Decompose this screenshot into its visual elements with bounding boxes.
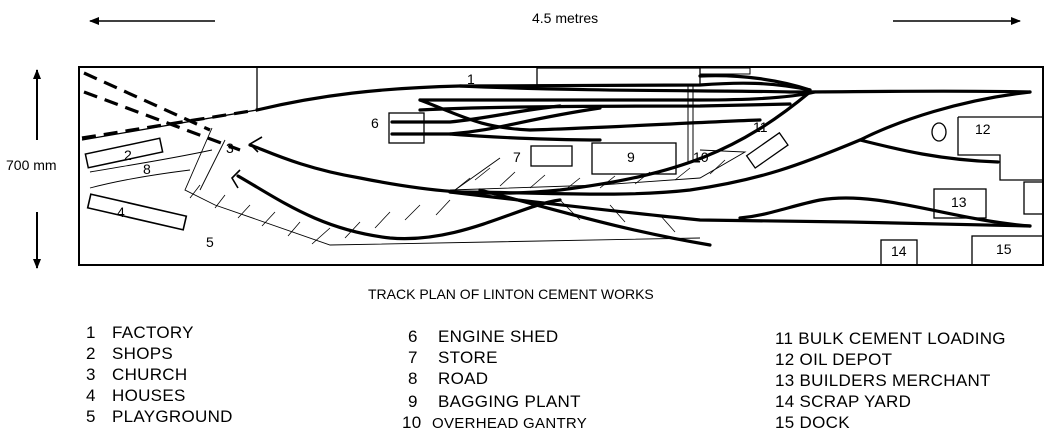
legend-text: OVERHEAD GANTRY bbox=[432, 415, 588, 432]
legend-text: FACTORY bbox=[112, 323, 194, 342]
builders-merchant-building bbox=[933, 188, 987, 219]
legend-text: CHURCH bbox=[112, 365, 188, 384]
track-upper-right bbox=[458, 84, 1032, 94]
legend-text: HOUSES bbox=[112, 386, 186, 405]
track-factory-1 bbox=[418, 90, 817, 102]
legend-number: 6 bbox=[408, 327, 418, 346]
legend-text: BUILDERS MERCHANT bbox=[799, 371, 991, 390]
label-road: 8 bbox=[143, 161, 151, 177]
scrap-yard-building bbox=[880, 239, 918, 266]
label-bagging-plant: 9 bbox=[627, 149, 635, 165]
legend-number: 15 bbox=[775, 413, 795, 432]
label-shops: 2 bbox=[124, 147, 132, 163]
label-builders-merchant: 13 bbox=[951, 194, 967, 210]
legend-item: 13 BUILDERS MERCHANT bbox=[775, 371, 991, 391]
diagram-caption: TRACK PLAN OF LINTON CEMENT WORKS bbox=[368, 286, 654, 302]
legend-item: 4 HOUSES bbox=[86, 386, 186, 406]
legend-item: 14 SCRAP YARD bbox=[775, 392, 911, 412]
track-right-curve bbox=[448, 90, 1032, 196]
legend-text: OIL DEPOT bbox=[799, 350, 893, 369]
label-bulk-cement-loading: 11 bbox=[753, 119, 768, 135]
legend-item: 5 PLAYGROUND bbox=[86, 407, 233, 427]
track-factory-siding bbox=[698, 74, 812, 92]
legend-number: 1 bbox=[86, 323, 96, 342]
track-lower-main bbox=[448, 190, 1032, 228]
legend-item: 15 DOCK bbox=[775, 413, 850, 433]
houses-building bbox=[86, 193, 188, 231]
track-scrap-yard bbox=[738, 196, 1032, 228]
legend-item: 3 CHURCH bbox=[86, 365, 187, 385]
legend-number: 7 bbox=[408, 348, 418, 367]
label-church: 3 bbox=[226, 140, 234, 156]
legend-number: 10 bbox=[402, 413, 422, 432]
legend-text: BAGGING PLANT bbox=[438, 392, 581, 411]
label-engine-shed: 6 bbox=[371, 115, 379, 131]
track-upper-main bbox=[255, 81, 812, 112]
legend-number: 12 bbox=[775, 350, 795, 369]
legend-number: 13 bbox=[775, 371, 795, 390]
height-dimension-label: 700 mm bbox=[6, 157, 57, 173]
legend-item: 9 BAGGING PLANT bbox=[408, 392, 581, 412]
legend-text: SHOPS bbox=[112, 344, 174, 363]
label-factory: 1 bbox=[467, 71, 475, 87]
dock-building bbox=[971, 235, 1044, 266]
legend-item: 2 SHOPS bbox=[86, 344, 173, 364]
legend-number: 11 bbox=[775, 329, 794, 348]
factory-building bbox=[536, 67, 701, 86]
legend-number: 9 bbox=[408, 392, 418, 411]
legend-number: 3 bbox=[86, 365, 96, 384]
road-outline bbox=[89, 127, 747, 246]
railway-tracks bbox=[236, 74, 1032, 247]
legend-text: ENGINE SHED bbox=[438, 327, 559, 346]
legend-text: STORE bbox=[438, 348, 498, 367]
track-engine-shed-1 bbox=[390, 104, 562, 124]
label-scrap-yard: 14 bbox=[891, 243, 907, 259]
legend-text: BULK CEMENT LOADING bbox=[798, 329, 1006, 348]
playground-hatching bbox=[189, 159, 726, 245]
legend-item: 1 FACTORY bbox=[86, 323, 194, 343]
bagging-plant-building bbox=[591, 142, 677, 175]
shops-building bbox=[84, 137, 164, 169]
track-engine-shed-3 bbox=[418, 98, 762, 132]
legend-number: 2 bbox=[86, 344, 96, 363]
track-plan-diagram: 1 2 3 4 5 6 7 8 9 10 11 12 13 14 15 bbox=[33, 17, 1044, 269]
legend-number: 14 bbox=[775, 392, 795, 411]
legend-item: 11 BULK CEMENT LOADING bbox=[775, 329, 1006, 349]
legend-number: 5 bbox=[86, 407, 96, 426]
label-store: 7 bbox=[513, 149, 521, 165]
label-playground: 5 bbox=[206, 234, 214, 250]
label-oil-depot: 12 bbox=[975, 121, 991, 137]
legend-text: PLAYGROUND bbox=[112, 407, 233, 426]
legend-text: SCRAP YARD bbox=[799, 392, 912, 411]
factory-annex bbox=[699, 67, 751, 75]
legend-item: 8 ROAD bbox=[408, 369, 488, 389]
legend-text: DOCK bbox=[799, 413, 850, 432]
legend-item: 6 ENGINE SHED bbox=[408, 327, 558, 347]
oil-depot-building bbox=[957, 116, 1042, 181]
label-overhead-gantry: 10 bbox=[693, 149, 709, 165]
legend-text: ROAD bbox=[438, 369, 489, 388]
legend-item: 12 OIL DEPOT bbox=[775, 350, 892, 370]
track-lower-curve bbox=[236, 174, 562, 241]
legend-item: 7 STORE bbox=[408, 348, 498, 368]
bulk-cement-loading-building bbox=[745, 131, 789, 169]
legend-number: 8 bbox=[408, 369, 418, 388]
oil-depot-annex bbox=[1023, 181, 1044, 215]
track-bottom-siding bbox=[478, 188, 712, 247]
width-dimension-label: 4.5 metres bbox=[532, 10, 599, 26]
tunnel-tracks bbox=[81, 71, 258, 152]
track-oil-depot bbox=[858, 138, 1000, 164]
store-building bbox=[530, 145, 573, 167]
legend-item: 10 OVERHEAD GANTRY bbox=[402, 413, 587, 433]
oil-tank bbox=[931, 122, 947, 142]
label-houses: 4 bbox=[117, 204, 125, 220]
baseboard-outline bbox=[78, 66, 1044, 266]
engine-shed-building bbox=[388, 112, 425, 144]
label-dock: 15 bbox=[996, 241, 1012, 257]
track-factory-2 bbox=[418, 102, 792, 112]
legend-number: 4 bbox=[86, 386, 96, 405]
track-engine-shed-4 bbox=[448, 132, 602, 142]
